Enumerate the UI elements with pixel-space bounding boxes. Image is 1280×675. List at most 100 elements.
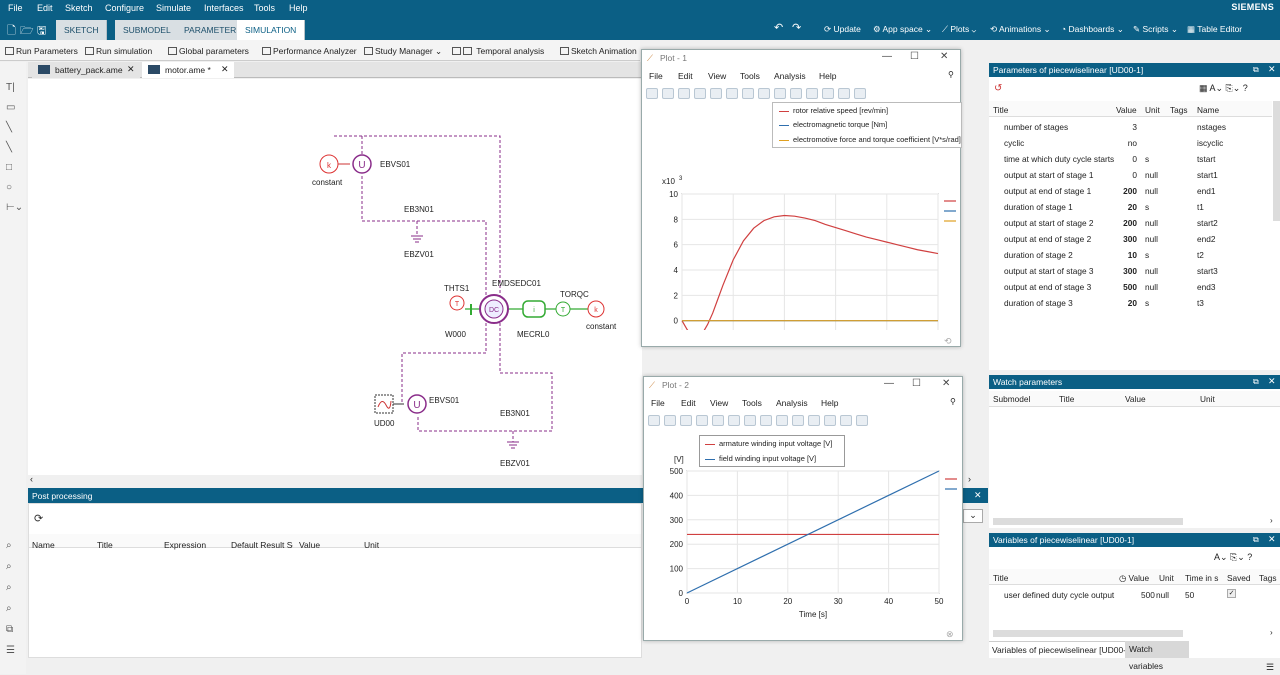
menu-simulate[interactable]: Simulate bbox=[156, 3, 192, 13]
pin-icon[interactable]: ⚲ bbox=[950, 397, 956, 406]
table-row[interactable]: user defined duty cycle output 500 null … bbox=[989, 587, 1280, 602]
col-value[interactable]: Value bbox=[1125, 394, 1146, 404]
menu-interfaces[interactable]: Interfaces bbox=[204, 3, 244, 13]
col-title[interactable]: Title bbox=[97, 540, 113, 550]
param-value[interactable]: 200 bbox=[1123, 186, 1137, 196]
close-icon[interactable]: ✕ bbox=[1268, 64, 1276, 74]
tab-simulation[interactable]: SIMULATION bbox=[237, 20, 306, 40]
scroll-right-icon[interactable]: › bbox=[1270, 628, 1273, 637]
delta-icon[interactable] bbox=[744, 415, 756, 426]
param-value[interactable]: 300 bbox=[1123, 266, 1137, 276]
series-line-0[interactable] bbox=[681, 214, 939, 330]
table-editor-button[interactable]: ▦ Table Editor bbox=[1187, 24, 1243, 34]
close-icon[interactable]: ✕ bbox=[974, 490, 982, 500]
save-icon[interactable]: 🖫 bbox=[37, 25, 47, 37]
menu-tools[interactable]: Tools bbox=[254, 3, 276, 13]
list-view-icon[interactable]: ☰ bbox=[6, 645, 15, 656]
vars-scrollbar[interactable] bbox=[993, 630, 1183, 637]
plot1-menu-view[interactable]: View bbox=[708, 71, 727, 81]
open-folder-icon[interactable]: 🗁 bbox=[20, 25, 34, 37]
pin-icon[interactable]: ⚲ bbox=[948, 70, 954, 79]
watch-scrollbar[interactable] bbox=[993, 518, 1183, 525]
plot2-menu-tools[interactable]: Tools bbox=[742, 398, 762, 408]
param-value[interactable]: 0 bbox=[1132, 154, 1137, 164]
col-name[interactable]: Name bbox=[1197, 105, 1220, 115]
close-tab-battery-icon[interactable]: ✕ bbox=[127, 64, 135, 74]
table-options-icons[interactable]: A⌄ ⎘⌄ ? bbox=[1214, 552, 1253, 562]
saved-checkbox[interactable]: ✓ bbox=[1227, 589, 1236, 598]
canvas-horizontal-scrollbar[interactable]: ‹ › bbox=[28, 474, 980, 485]
scripts-button[interactable]: ✎ Scripts ⌄ bbox=[1133, 24, 1178, 34]
tab-submodel[interactable]: SUBMODEL bbox=[115, 20, 180, 40]
menu-sketch[interactable]: Sketch bbox=[65, 3, 93, 13]
crosshair-icon[interactable] bbox=[726, 88, 738, 99]
close-icon[interactable]: ✕ bbox=[1268, 534, 1276, 544]
param-value[interactable]: 3 bbox=[1132, 122, 1137, 132]
layout-icon[interactable] bbox=[792, 415, 804, 426]
col-value[interactable]: Value bbox=[299, 540, 321, 550]
performance-analyzer-button[interactable]: Performance Analyzer bbox=[262, 46, 357, 56]
resize-grip-icon[interactable]: ⟲ bbox=[944, 336, 952, 346]
scroll-left-icon[interactable]: ‹ bbox=[30, 474, 33, 484]
scroll-right-icon[interactable]: › bbox=[1270, 516, 1273, 525]
delta-icon[interactable] bbox=[742, 88, 754, 99]
palette-icon[interactable] bbox=[776, 415, 788, 426]
zoom-out-icon[interactable] bbox=[696, 415, 708, 426]
param-value[interactable]: 20 bbox=[1127, 298, 1137, 308]
zoom-icon[interactable] bbox=[662, 88, 674, 99]
tab-watch-variables[interactable]: Watch variables bbox=[1125, 641, 1189, 671]
temporal-analysis-button[interactable]: Temporal analysis bbox=[452, 46, 544, 56]
col-title[interactable]: Title bbox=[1059, 394, 1075, 404]
resize-grip-icon[interactable]: ⊗ bbox=[946, 629, 954, 639]
refresh-icon[interactable]: ⟳ bbox=[34, 513, 44, 525]
col-title[interactable]: Title bbox=[993, 573, 1009, 583]
series-line-1[interactable] bbox=[686, 470, 940, 594]
tab-parameter[interactable]: PARAMETER bbox=[176, 20, 246, 40]
col-saved[interactable]: Saved bbox=[1227, 573, 1251, 583]
cursor-icon[interactable] bbox=[758, 88, 770, 99]
col-submodel[interactable]: Submodel bbox=[993, 394, 1031, 404]
plot1-menu-file[interactable]: File bbox=[649, 71, 663, 81]
zoom-area-icon[interactable]: ⌕ bbox=[6, 603, 12, 614]
param-value[interactable]: 20 bbox=[1127, 202, 1137, 212]
sketch-animation-button[interactable]: Sketch Animation bbox=[560, 46, 637, 56]
undo-icon[interactable]: ↶ bbox=[774, 22, 784, 34]
col-value[interactable]: ◷ Value bbox=[1119, 573, 1150, 583]
col-title[interactable]: Title bbox=[993, 105, 1009, 115]
line-tool-icon[interactable]: ╲ bbox=[6, 122, 13, 133]
refresh-icon[interactable] bbox=[822, 88, 834, 99]
zoom-in-icon[interactable] bbox=[678, 88, 690, 99]
col-tags[interactable]: Tags bbox=[1170, 105, 1188, 115]
zoom-in-icon[interactable]: ⌕ bbox=[6, 540, 12, 551]
param-value[interactable]: 0 bbox=[1132, 170, 1137, 180]
plot2-menu-view[interactable]: View bbox=[710, 398, 729, 408]
col-unit[interactable]: Unit bbox=[364, 540, 380, 550]
minimize-icon[interactable]: — bbox=[884, 378, 894, 389]
crosshair-icon[interactable] bbox=[728, 415, 740, 426]
param-value[interactable]: no bbox=[1127, 138, 1137, 148]
rectangle-tool-icon[interactable]: □ bbox=[6, 162, 13, 173]
col-expression[interactable]: Expression bbox=[164, 540, 207, 550]
global-parameters-button[interactable]: Global parameters bbox=[168, 46, 249, 56]
param-value[interactable]: 10 bbox=[1127, 250, 1137, 260]
close-icon[interactable]: ✕ bbox=[942, 378, 951, 389]
chart-icon[interactable] bbox=[856, 415, 868, 426]
close-icon[interactable]: ✕ bbox=[1268, 376, 1276, 386]
param-value[interactable]: 500 bbox=[1123, 282, 1137, 292]
plot1-menu-edit[interactable]: Edit bbox=[678, 71, 693, 81]
col-unit[interactable]: Unit bbox=[1200, 394, 1215, 404]
col-unit[interactable]: Unit bbox=[1159, 573, 1174, 583]
run-simulation-button[interactable]: Run simulation bbox=[85, 46, 152, 56]
pin-plot-icon[interactable] bbox=[840, 415, 852, 426]
study-manager-button[interactable]: Study Manager ⌄ bbox=[364, 46, 442, 57]
new-file-icon[interactable]: 🗋 bbox=[7, 25, 16, 37]
